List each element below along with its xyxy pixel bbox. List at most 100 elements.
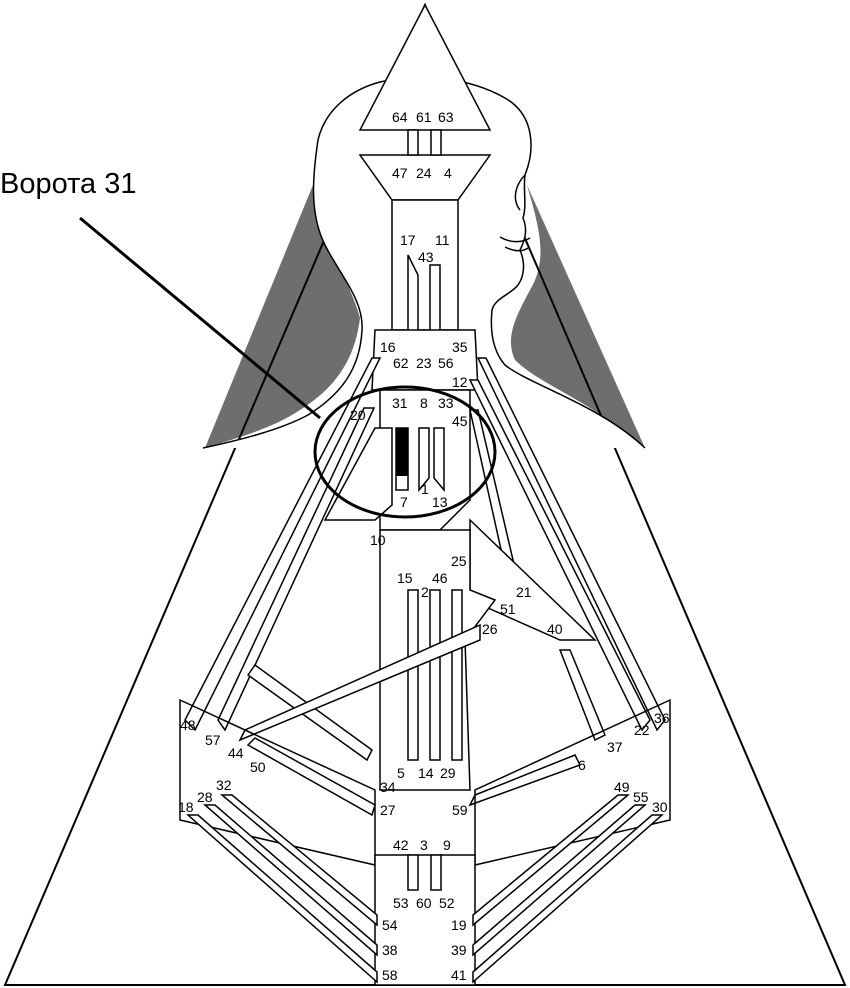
channel-40-37 bbox=[558, 649, 606, 742]
gate-label-16: 16 bbox=[380, 339, 396, 355]
channel-35-36 bbox=[476, 357, 666, 732]
channel-46-29 bbox=[451, 589, 463, 761]
channel-6-59 bbox=[468, 754, 582, 807]
gate-label-10: 10 bbox=[370, 532, 386, 548]
gate-label-51: 51 bbox=[500, 601, 516, 617]
channel-2-14 bbox=[429, 589, 441, 761]
channel-32-54 bbox=[219, 794, 378, 927]
gate-label-13: 13 bbox=[432, 494, 448, 510]
gate-label-1: 1 bbox=[421, 481, 429, 497]
channel-8-1 bbox=[418, 427, 430, 493]
gate-label-27: 27 bbox=[380, 802, 396, 818]
gate-label-60: 60 bbox=[416, 895, 432, 911]
lips-line bbox=[499, 236, 531, 252]
gate-number-labels: 64 61 63 47 24 4 17 43 11 16 35 62 23 56… bbox=[178, 109, 670, 983]
gate-label-17: 17 bbox=[400, 232, 416, 248]
gate-label-38: 38 bbox=[382, 942, 398, 958]
gate-label-43: 43 bbox=[418, 249, 434, 265]
head-center bbox=[358, 3, 492, 131]
channel-28-38 bbox=[202, 804, 378, 957]
channel-20-57 bbox=[217, 407, 376, 732]
gate-label-32: 32 bbox=[216, 777, 232, 793]
neck-column bbox=[391, 199, 459, 331]
gate-label-18: 18 bbox=[178, 799, 194, 815]
channel-15-5 bbox=[407, 589, 419, 761]
channel-31-7 bbox=[395, 427, 409, 491]
channel-31-7-activated bbox=[396, 428, 408, 476]
gate-label-24: 24 bbox=[416, 165, 432, 181]
gate-label-21: 21 bbox=[516, 584, 532, 600]
gate-label-40: 40 bbox=[547, 621, 563, 637]
channel-49-19 bbox=[472, 794, 631, 927]
gate-label-8: 8 bbox=[420, 395, 428, 411]
gate-label-25: 25 bbox=[451, 553, 467, 569]
channel-55-39 bbox=[472, 804, 648, 957]
gate-label-44: 44 bbox=[228, 745, 244, 761]
gate-label-52: 52 bbox=[439, 895, 455, 911]
channel-30-41 bbox=[472, 814, 664, 984]
gate-label-58: 58 bbox=[382, 967, 398, 983]
gate-label-46: 46 bbox=[432, 570, 448, 586]
gate-label-49: 49 bbox=[614, 779, 630, 795]
gate-label-39: 39 bbox=[451, 942, 467, 958]
gate-label-50: 50 bbox=[250, 759, 266, 775]
channel-43-23 bbox=[429, 264, 441, 333]
gate-label-7: 7 bbox=[400, 494, 408, 510]
gate-label-57: 57 bbox=[205, 732, 221, 748]
gate-label-19: 19 bbox=[451, 917, 467, 933]
gate-label-15: 15 bbox=[397, 570, 413, 586]
gate-label-3: 3 bbox=[420, 837, 428, 853]
right-shade bbox=[510, 185, 645, 448]
gate-label-63: 63 bbox=[438, 109, 454, 125]
gate-label-45: 45 bbox=[452, 413, 468, 429]
gate-label-53: 53 bbox=[393, 895, 409, 911]
gate-label-20: 20 bbox=[350, 407, 366, 423]
gate-label-23: 23 bbox=[416, 355, 432, 371]
gate-label-56: 56 bbox=[438, 355, 454, 371]
gate-31-callout-label: Ворота 31 bbox=[0, 168, 137, 200]
gate-label-29: 29 bbox=[440, 765, 456, 781]
gate-label-11: 11 bbox=[435, 232, 450, 248]
channel-64-47 bbox=[407, 129, 419, 156]
gate-label-22: 22 bbox=[634, 722, 650, 738]
channel-42-53 bbox=[407, 854, 419, 891]
gate-label-61: 61 bbox=[416, 109, 432, 125]
gate-label-31: 31 bbox=[392, 395, 408, 411]
channel-12-22 bbox=[468, 379, 651, 732]
gate-label-64: 64 bbox=[392, 109, 408, 125]
gate-label-35: 35 bbox=[452, 339, 468, 355]
channel-26-44 bbox=[238, 623, 481, 742]
channel-18-58 bbox=[186, 814, 378, 984]
gate-label-54: 54 bbox=[382, 917, 398, 933]
gate-label-36: 36 bbox=[654, 710, 670, 726]
gate-label-62: 62 bbox=[393, 355, 409, 371]
gate-label-30: 30 bbox=[652, 799, 668, 815]
gate-label-47: 47 bbox=[392, 165, 408, 181]
gate-label-2: 2 bbox=[421, 584, 429, 600]
left-shade bbox=[205, 185, 360, 448]
gate-label-4: 4 bbox=[444, 165, 452, 181]
gate-label-12: 12 bbox=[452, 374, 468, 390]
channel-33-13 bbox=[433, 427, 445, 493]
gate-label-6: 6 bbox=[578, 757, 586, 773]
gate-label-42: 42 bbox=[393, 837, 409, 853]
gate-label-26: 26 bbox=[482, 621, 498, 637]
gate-label-28: 28 bbox=[197, 789, 213, 805]
channel-61-24 bbox=[430, 129, 442, 156]
nose-line bbox=[514, 174, 526, 211]
gate-label-34: 34 bbox=[380, 779, 396, 795]
channel-10-34 bbox=[246, 663, 373, 762]
channel-3-60 bbox=[430, 854, 442, 891]
callout-pointer-line bbox=[79, 216, 321, 420]
channel-16-48 bbox=[184, 357, 382, 732]
gate-label-37: 37 bbox=[607, 739, 623, 755]
gate-label-55: 55 bbox=[633, 789, 649, 805]
gate-label-59: 59 bbox=[452, 802, 468, 818]
gate-label-5: 5 bbox=[397, 765, 405, 781]
gate-31-highlight-circle bbox=[313, 385, 497, 519]
gate-label-41: 41 bbox=[451, 967, 467, 983]
gate-label-14: 14 bbox=[418, 765, 434, 781]
gate-label-48: 48 bbox=[180, 717, 196, 733]
gate-label-9: 9 bbox=[443, 837, 451, 853]
